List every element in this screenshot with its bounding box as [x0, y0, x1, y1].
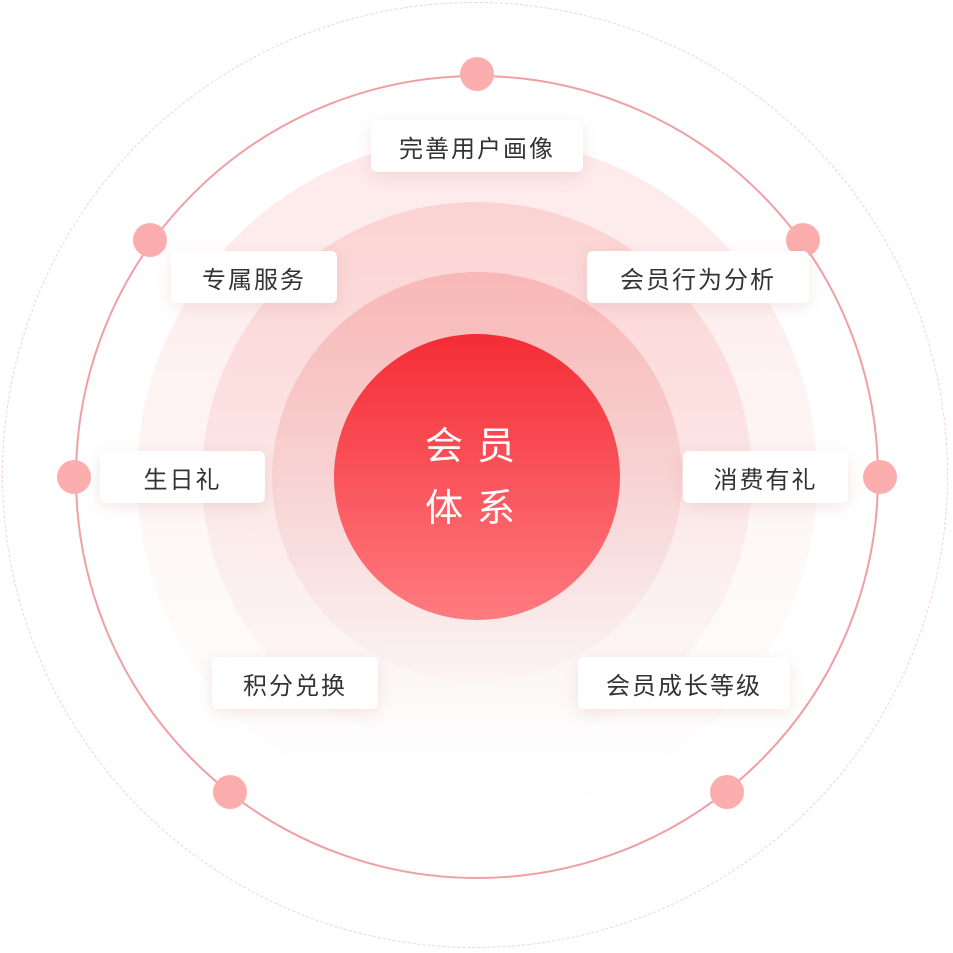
label-exclusive-service: 专属服务 [171, 251, 337, 303]
membership-core-circle: 会员 体系 [334, 334, 620, 620]
core-title-line1: 会员 [424, 424, 529, 468]
label-points-redeem: 积分兑换 [212, 657, 378, 709]
label-text: 专属服务 [202, 265, 306, 294]
label-growth-level: 会员成长等级 [578, 657, 790, 709]
orbit-dot [57, 460, 91, 494]
label-purchase-gift: 消费有礼 [683, 451, 848, 503]
orbit-dot [710, 775, 744, 809]
label-behavior-analysis: 会员行为分析 [587, 251, 809, 303]
orbit-dot [133, 223, 167, 257]
label-birthday-gift: 生日礼 [100, 451, 265, 503]
core-title-line2: 体系 [424, 486, 529, 530]
label-user-profile: 完善用户画像 [371, 120, 583, 172]
label-text: 积分兑换 [243, 671, 347, 700]
orbit-dot [460, 57, 494, 91]
orbit-dot [213, 775, 247, 809]
label-text: 会员行为分析 [620, 265, 776, 294]
label-text: 完善用户画像 [399, 134, 555, 163]
orbit-dot [863, 460, 897, 494]
label-text: 消费有礼 [713, 465, 818, 494]
label-text: 生日礼 [143, 465, 222, 494]
label-text: 会员成长等级 [606, 671, 762, 700]
